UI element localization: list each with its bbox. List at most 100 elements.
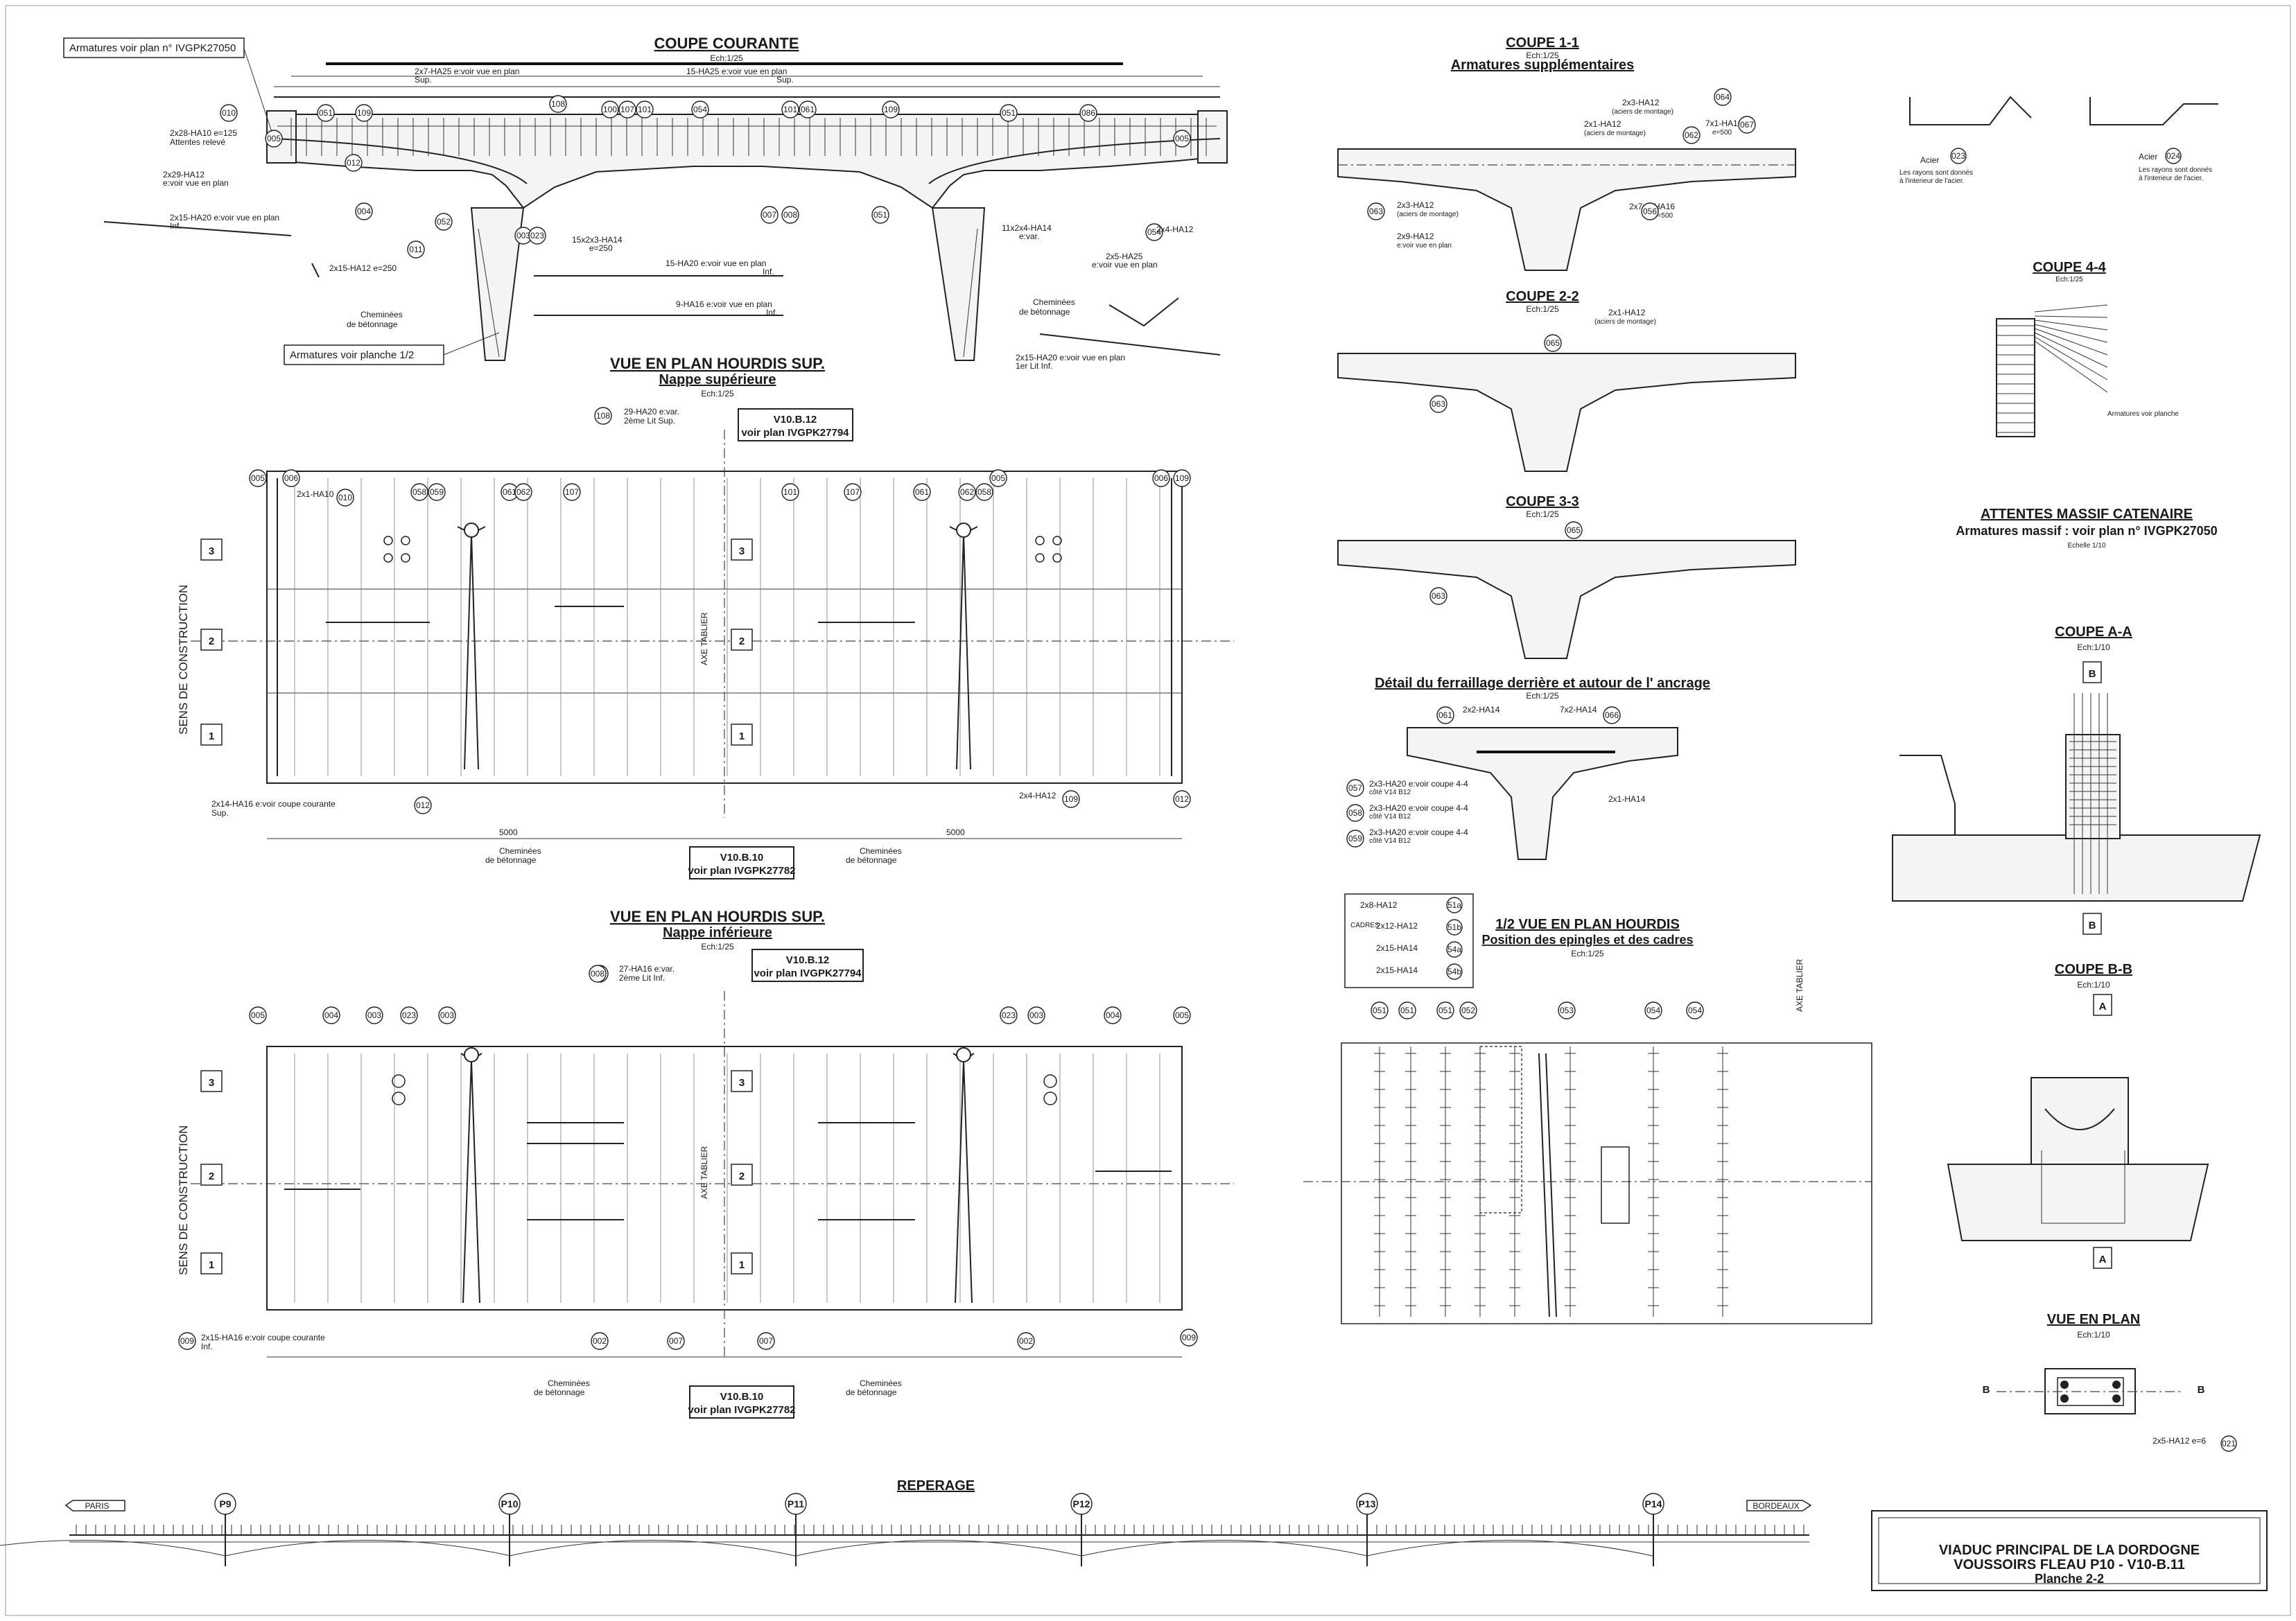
coupe-b-b: COUPE B-B Ech:1/10 A A xyxy=(1947,962,2209,1269)
plan-inf-ref-bubble xyxy=(178,1332,196,1350)
legend-ref-bubble xyxy=(1446,941,1463,958)
sens-construction-inf: SENS DE CONSTRUCTION xyxy=(177,1125,190,1275)
coupe11-ref-bubble xyxy=(1367,202,1385,220)
coupe-courante-ref-bubble xyxy=(265,130,283,148)
coupe-courante-ref-label: 108 xyxy=(551,99,565,109)
coupe-courante-ref-label: 109 xyxy=(884,105,898,114)
row1-inf: 1 xyxy=(209,1259,214,1271)
plan-sup-ref-label: 107 xyxy=(846,487,860,497)
c11-c2: e=500 xyxy=(1712,129,1732,137)
plan-inf-ref-bubble xyxy=(400,1006,418,1024)
label-attentes-releve: Attentes relevé xyxy=(170,137,225,147)
plan-sup-ref-bubble xyxy=(989,469,1007,487)
label-27-ha16-lit: 2ème Lit Inf. xyxy=(619,973,665,983)
coupe44-leader xyxy=(2034,315,2108,318)
plan-sup-ref-label: 109 xyxy=(1175,473,1189,483)
rep-pier-bubble xyxy=(1642,1493,1664,1515)
coupe22-ref-label: 063 xyxy=(1432,399,1445,409)
coupe-courante-ref-label: 011 xyxy=(409,245,422,254)
c11-c: 7x1-HA16 xyxy=(1705,119,1743,128)
coupe-courante-ref-label: 051 xyxy=(1002,108,1016,118)
plan-sup-ref-label: 062 xyxy=(516,487,530,497)
label-15-ha20-inf: Inf. xyxy=(763,267,774,277)
acier2-label: Acier xyxy=(2139,152,2157,161)
coupe-courante-ref-bubble xyxy=(1000,104,1018,122)
rep-pier-bubble xyxy=(214,1493,236,1515)
row3-inf-mid: 3 xyxy=(739,1077,745,1089)
hole-circle-inf xyxy=(1043,1092,1057,1105)
demi-vue-ref-label: 051 xyxy=(1400,1006,1414,1015)
demi-vue-ref-label: 054 xyxy=(1646,1006,1660,1015)
plan-inf-ref-label: 002 xyxy=(1019,1336,1033,1346)
ancrage-ref-label: 057 xyxy=(1348,783,1362,793)
plan-inf-ref-label: 002 xyxy=(593,1336,607,1346)
coupe-bb-scale: Ech:1/10 xyxy=(2077,980,2110,990)
attentes-title: ATTENTES MASSIF CATENAIRE xyxy=(1981,507,2193,522)
plan-sup-ref-label: 010 xyxy=(338,493,352,502)
coupe-courante-ref-label: 010 xyxy=(222,108,236,118)
coupe-courante-ref-label: 100 xyxy=(603,105,617,114)
coupe44-leader xyxy=(2034,324,2108,343)
demi-vue-ref-bubble xyxy=(1686,1001,1704,1019)
plan-inf-ref-bubble xyxy=(667,1332,685,1350)
plan-sup-ref-bubble xyxy=(249,469,267,487)
coupe11-ref-label: 062 xyxy=(1685,130,1698,140)
plan-inf-ref-bubble xyxy=(757,1332,775,1350)
label-cheminees-inf-r: Cheminées xyxy=(860,1378,902,1388)
plan-sup-ref-bubble xyxy=(428,483,446,501)
plan-inf-ref-bubble xyxy=(365,1006,383,1024)
label-29-ha20: 29-HA20 e:var. xyxy=(624,407,679,417)
box-armatures-plan: Armatures voir plan n° IVGPK27050 xyxy=(69,42,236,54)
demi-vue-ref-label: 052 xyxy=(1461,1006,1475,1015)
hole-circle-inf xyxy=(392,1074,406,1088)
title-line3: Planche 2-2 xyxy=(2035,1572,2104,1586)
box-v10b12-inf: V10.B.12 xyxy=(786,954,830,966)
demi-vue-ref-bubble xyxy=(1644,1001,1662,1019)
legend-r1: 2x8-HA12 xyxy=(1360,900,1398,910)
reperage-title: REPERAGE xyxy=(897,1478,975,1493)
plan-sup-ref-bubble xyxy=(1173,790,1191,808)
c11-b2: (aciers de montage) xyxy=(1612,108,1673,116)
acier-details: Acier Les rayons sont donnés à l'interie… xyxy=(1899,96,2218,185)
vep-title: VUE EN PLAN xyxy=(2047,1312,2140,1327)
plan-inf-ref-label: 005 xyxy=(251,1010,265,1020)
coupe-courante-ref-bubble xyxy=(1079,104,1097,122)
plan-inf-subtitle: Nappe inférieure xyxy=(663,925,772,940)
box-armatures-planche: Armatures voir planche 1/2 xyxy=(290,349,414,361)
reperage-left: PARIS xyxy=(85,1501,109,1511)
hole-circle xyxy=(1052,536,1062,545)
coupe-courante-ref-label: 086 xyxy=(1081,108,1095,118)
plan-inf-ref-label: 009 xyxy=(180,1336,194,1346)
coupe44-leader xyxy=(2034,336,2108,380)
plan-sup-ref-bubble xyxy=(514,483,532,501)
coupe22-ref-bubble xyxy=(1429,395,1447,413)
label-betonnage-sup-l: de bétonnage xyxy=(485,855,537,865)
rep-arch xyxy=(509,1540,796,1557)
label-cheminees-sup-l: Cheminées xyxy=(499,846,541,856)
plan-sup-ref-label: 012 xyxy=(416,800,430,810)
hole-circle xyxy=(383,536,393,545)
plan-inf-ref-label: 007 xyxy=(669,1336,683,1346)
row2-sup-mid: 2 xyxy=(739,636,745,647)
c11-b: 2x3-HA12 xyxy=(1622,98,1660,107)
box-v10b10-sup: V10.B.10 xyxy=(720,852,764,864)
row2-inf-mid: 2 xyxy=(739,1171,745,1182)
title-line2: VOUSSOIRS FLEAU P10 - V10-B.11 xyxy=(1954,1557,2184,1572)
bb-marker-a-top: A xyxy=(2099,1001,2107,1013)
plan-sup-ref-bubble xyxy=(563,483,581,501)
coupe44-leader xyxy=(2034,332,2108,368)
plan-sup-ref-label: 107 xyxy=(565,487,579,497)
coupe-courante-ref-label: 003 xyxy=(516,231,530,240)
label-2x7-ha25: 2x7-HA25 e:voir vue en plan xyxy=(415,67,519,76)
tendon-path-inf xyxy=(460,1053,482,1304)
coupe-aa-title: COUPE A-A xyxy=(2055,624,2132,640)
label-2x14-ha16: 2x14-HA16 e:voir coupe courante xyxy=(211,799,336,809)
plan-sup-ref-bubble xyxy=(958,483,976,501)
title-block: VIADUC PRINCIPAL DE LA DORDOGNE VOUSSOIR… xyxy=(1871,1510,2268,1591)
rep-pier-label: P14 xyxy=(1645,1498,1662,1509)
row2-sup: 2 xyxy=(209,636,214,647)
dim-5000-right: 5000 xyxy=(946,827,965,837)
plan-sup-ref-bubble xyxy=(975,483,993,501)
coupe-courante-ref-bubble xyxy=(355,202,373,220)
plan-sup-ref-label: 061 xyxy=(503,487,516,497)
